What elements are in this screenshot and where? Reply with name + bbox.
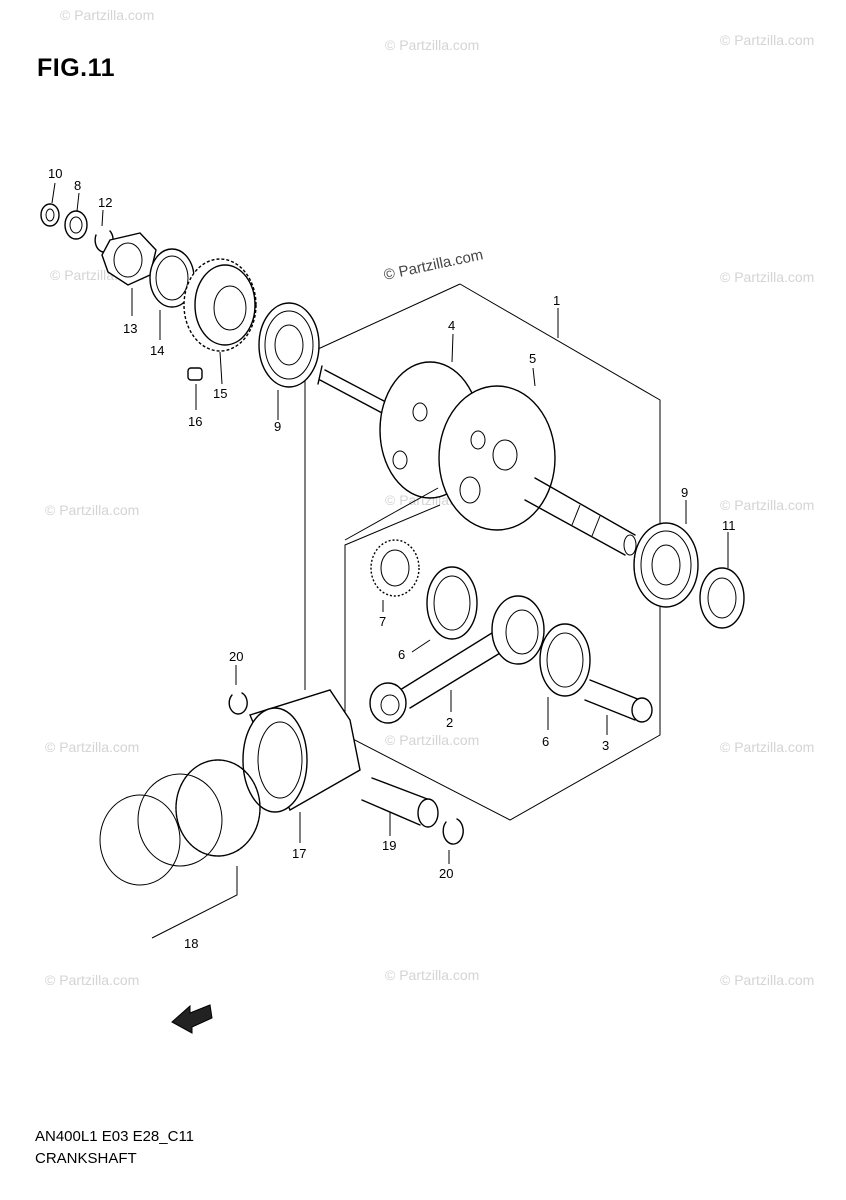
figure-title: FIG.11 [37, 54, 116, 82]
part-17-piston [242, 689, 361, 813]
front-direction-arrow-icon [171, 1004, 213, 1034]
part-20-circlip-right [442, 818, 464, 845]
part-9-bearing-left [258, 302, 320, 388]
callout-6-upper: 6 [398, 647, 405, 662]
watermark-text: © Partzilla.com [45, 972, 139, 988]
leader-lines [51, 182, 729, 939]
assembly-boundary-frame [344, 283, 661, 821]
part-8-bearing [64, 210, 88, 240]
watermark-text: © Partzilla.com [385, 732, 479, 748]
callout-15: 15 [213, 386, 227, 401]
watermark-text: © Partzilla.com [720, 972, 814, 988]
watermark-text: © Partzilla.com [60, 7, 154, 23]
callout-10: 10 [48, 166, 62, 181]
leader-7-bracket [344, 487, 439, 541]
part-3-crank-pin [584, 679, 653, 723]
callout-19: 19 [382, 838, 396, 853]
callout-12: 12 [98, 195, 112, 210]
watermark-text: © Partzilla.com [720, 739, 814, 755]
callout-9-left: 9 [274, 419, 281, 434]
callout-1: 1 [553, 293, 560, 308]
part-5-crank-web-right [438, 385, 556, 531]
callout-20-right: 20 [439, 866, 453, 881]
part-9-bearing-right [633, 522, 699, 608]
callout-17: 17 [292, 846, 306, 861]
part-15-gear [183, 258, 257, 352]
part-7-needle-bearing [370, 539, 420, 597]
watermark-text: © Partzilla.com [385, 37, 479, 53]
callout-9-right: 9 [681, 485, 688, 500]
callout-5: 5 [529, 351, 536, 366]
callout-18: 18 [184, 936, 198, 951]
watermark-text: © Partzilla.com [45, 502, 139, 518]
callout-6-lower: 6 [542, 734, 549, 749]
watermark-text: © Partzilla.com [45, 739, 139, 755]
part-11-oil-seal [699, 567, 745, 629]
part-10-nut [40, 203, 60, 227]
callout-16: 16 [188, 414, 202, 429]
watermark-text: © Partzilla.com [720, 497, 814, 513]
callout-4: 4 [448, 318, 455, 333]
callout-3: 3 [602, 738, 609, 753]
callout-labels: 10 8 12 13 14 15 16 9 4 5 1 9 11 7 6 2 6… [48, 166, 736, 951]
part-6-washer-upper [426, 566, 478, 640]
leader-18-bracket [151, 866, 238, 939]
callout-14: 14 [150, 343, 164, 358]
part-6-washer-lower [539, 623, 591, 697]
part-13-nut [101, 232, 157, 286]
part-16-key [187, 367, 203, 381]
part-19-piston-pin [361, 777, 439, 828]
callout-8: 8 [74, 178, 81, 193]
watermark-text-main: © Partzilla.com [382, 246, 484, 284]
callout-13: 13 [123, 321, 137, 336]
watermark-text: © Partzilla.com [720, 32, 814, 48]
watermark-text: © Partzilla.com [720, 269, 814, 285]
part-18-piston-rings [99, 759, 261, 886]
watermark-text: © Partzilla.com [385, 967, 479, 983]
callout-11: 11 [722, 518, 736, 533]
callout-20-left: 20 [229, 649, 243, 664]
crankshaft-right-shaft [524, 477, 637, 556]
diagram-caption: CRANKSHAFT [35, 1150, 137, 1167]
part-20-circlip-left [228, 692, 248, 715]
part-2-connecting-rod [369, 595, 545, 724]
callout-2: 2 [446, 715, 453, 730]
callout-7: 7 [379, 614, 386, 629]
diagram-code: AN400L1 E03 E28_C11 [35, 1128, 195, 1145]
